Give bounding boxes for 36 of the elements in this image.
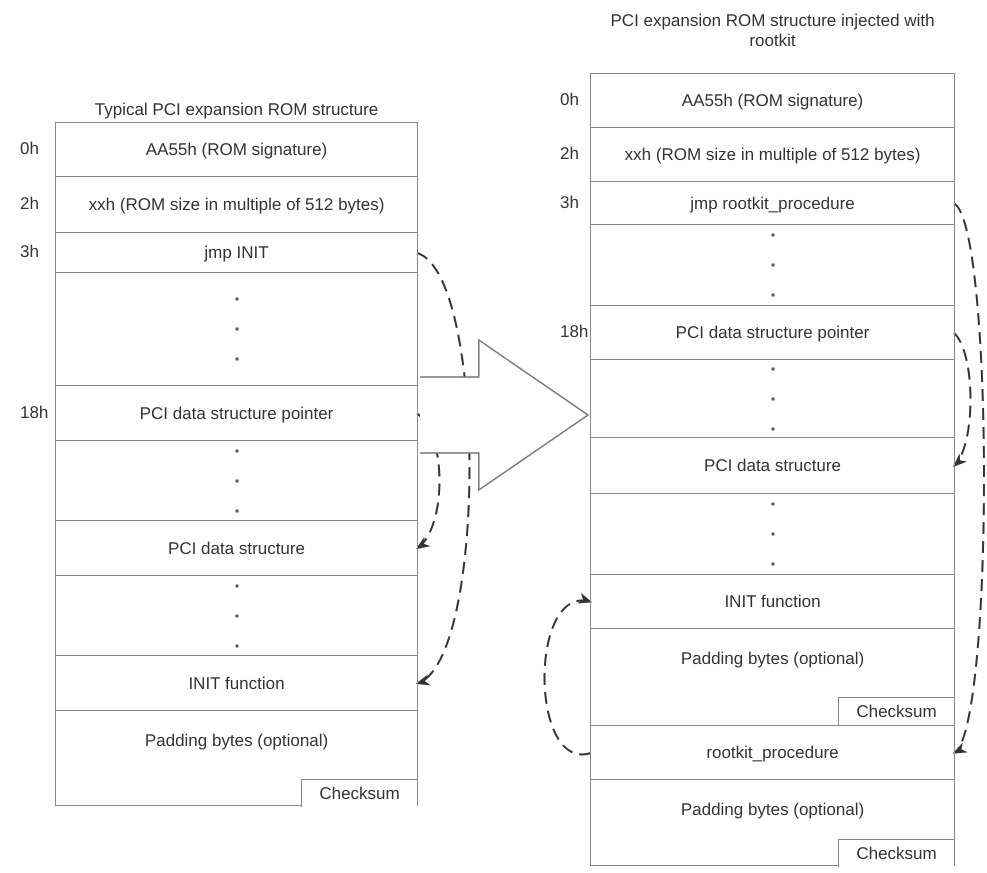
field-text: PCI data structure pointer bbox=[140, 404, 334, 422]
offset-label: 0h bbox=[20, 139, 39, 159]
field-text: PCI data structure pointer bbox=[676, 323, 870, 342]
structure-heading: Typical PCI expansion ROM structure bbox=[94, 100, 378, 119]
offset-label: 0h bbox=[560, 90, 579, 110]
field-text: Checksum bbox=[856, 702, 937, 721]
structure-heading: PCI expansion ROM structure injected with rootkit bbox=[610, 11, 935, 50]
offset-label: 18h bbox=[560, 322, 588, 342]
offset-label: 18h bbox=[20, 402, 48, 422]
field-text: PCI data structure bbox=[168, 538, 305, 558]
offset-label: 3h bbox=[20, 242, 39, 262]
field-text: jmp rootkit_procedure bbox=[690, 194, 855, 212]
field-text: INIT function bbox=[188, 674, 285, 692]
checksum-field bbox=[838, 697, 954, 725]
dashed-arrow bbox=[953, 332, 972, 468]
block-arrow bbox=[419, 338, 590, 492]
checksum-field bbox=[838, 839, 954, 867]
field-text: AA55h (ROM signature) bbox=[682, 91, 864, 110]
dashed-arrow bbox=[953, 202, 985, 754]
field-text: xxh (ROM size in multiple of 512 bytes) bbox=[624, 145, 920, 164]
field-text: Checksum bbox=[856, 844, 937, 863]
field-text: INIT function bbox=[724, 592, 821, 611]
field-text: Checksum bbox=[319, 784, 400, 803]
field-text: xxh (ROM size in multiple of 512 bytes) bbox=[88, 195, 384, 214]
offset-label: 3h bbox=[560, 192, 579, 212]
field-text: Padding bytes (optional) bbox=[680, 649, 864, 668]
field-text: jmp INIT bbox=[204, 243, 269, 262]
dashed-arrow bbox=[544, 596, 592, 755]
offset-label: 2h bbox=[560, 144, 579, 164]
field-text: Padding bytes (optional) bbox=[144, 731, 328, 750]
offset-label: 2h bbox=[20, 194, 39, 214]
checksum-field bbox=[301, 779, 417, 807]
field-text: PCI data structure bbox=[704, 456, 841, 475]
field-text: AA55h (ROM signature) bbox=[146, 140, 328, 159]
field-text: rootkit_procedure bbox=[706, 743, 839, 762]
field-text: Padding bytes (optional) bbox=[680, 800, 864, 819]
